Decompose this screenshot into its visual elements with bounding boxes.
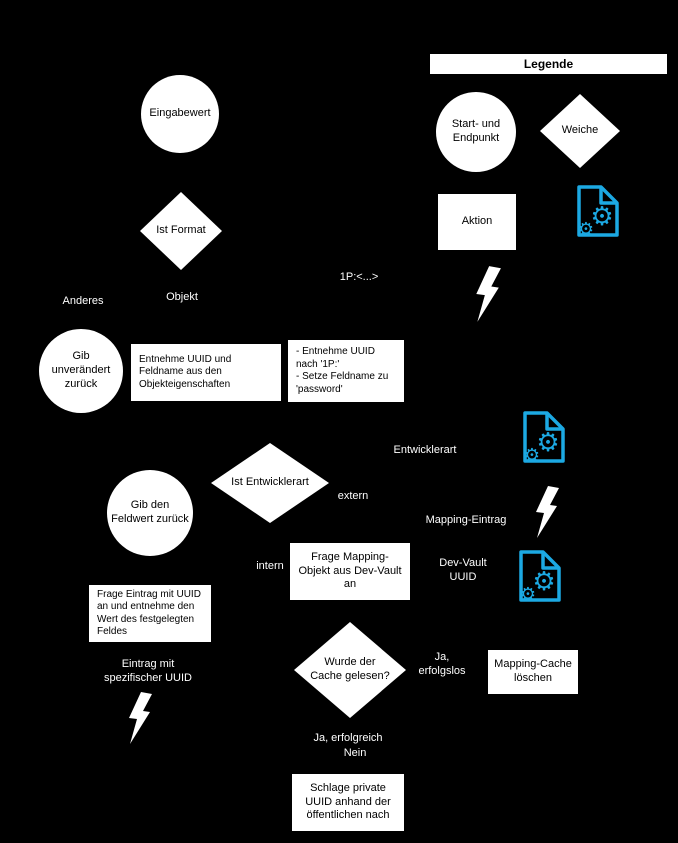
svg-text:⚙: ⚙ <box>524 445 540 464</box>
svg-text:⚙: ⚙ <box>590 202 613 232</box>
edge-label-dev-vault-uuid: Dev-Vault UUID <box>439 557 487 584</box>
legend-decision-node: Weiche <box>540 94 620 168</box>
node-entnehme-objekt: Entnehme UUID und Feldname aus den Objek… <box>131 344 281 401</box>
node-gib-unveraendert: Gib unverändert zurück <box>39 329 123 413</box>
node-mapping-cache: Mapping-Cache löschen <box>488 650 578 694</box>
edge-label-extern: extern <box>337 490 369 502</box>
gear-document-icon: ⚙ ⚙ <box>523 411 565 464</box>
gear-document-icon: ⚙ ⚙ <box>577 185 619 238</box>
edge-label-mapping-eintrag: Mapping-Eintrag <box>425 514 507 526</box>
edge-label-entwicklerart: Entwicklerart <box>393 444 457 456</box>
edge-label-objekt: Objekt <box>166 291 198 303</box>
lightning-icon <box>129 692 152 744</box>
decision-wurde-cache: Wurde der Cache gelesen? <box>294 622 406 718</box>
decision-ist-format: Ist Format <box>140 192 222 270</box>
edge-label-1p: 1P:<...> <box>339 271 379 283</box>
node-frage-mapping: Frage Mapping-Objekt aus Dev-Vault an <box>290 543 410 600</box>
node-frage-eintrag: Frage Eintrag mit UUID an und entnehme d… <box>89 585 211 642</box>
svg-text:⚙: ⚙ <box>536 428 559 458</box>
node-entnehme-1p: - Entnehme UUID nach '1P:' - Setze Feldn… <box>288 340 404 402</box>
edge-label-eintrag-mit: Eintrag mit spezifischer UUID <box>103 658 193 685</box>
legend-start-end-node: Start- und Endpunkt <box>436 92 516 172</box>
node-eingabewert: Eingabewert <box>141 75 219 153</box>
svg-text:⚙: ⚙ <box>520 584 536 603</box>
lightning-icon <box>476 266 501 322</box>
edge-label-nein: Nein <box>343 747 367 759</box>
edge-label-anderes: Anderes <box>62 295 104 307</box>
node-schlage-uuid: Schlage private UUID anhand der öffentli… <box>292 774 404 831</box>
edge-label-ja-erfolgreich: Ja, erfolgreich <box>313 732 383 744</box>
decision-ist-entwicklerart: Ist Entwicklerart <box>211 443 329 523</box>
legend-title: Legende <box>430 54 667 74</box>
svg-text:⚙: ⚙ <box>578 219 594 238</box>
svg-text:⚙: ⚙ <box>532 567 555 597</box>
node-gib-feldwert: Gib den Feldwert zurück <box>107 470 193 556</box>
legend-action-node: Aktion <box>438 194 516 250</box>
edge-label-intern: intern <box>256 560 284 572</box>
edge-label-ja-erfolgslos: Ja, erfolgslos <box>418 651 466 678</box>
gear-document-icon: ⚙ ⚙ <box>519 550 561 603</box>
lightning-icon <box>536 486 559 538</box>
